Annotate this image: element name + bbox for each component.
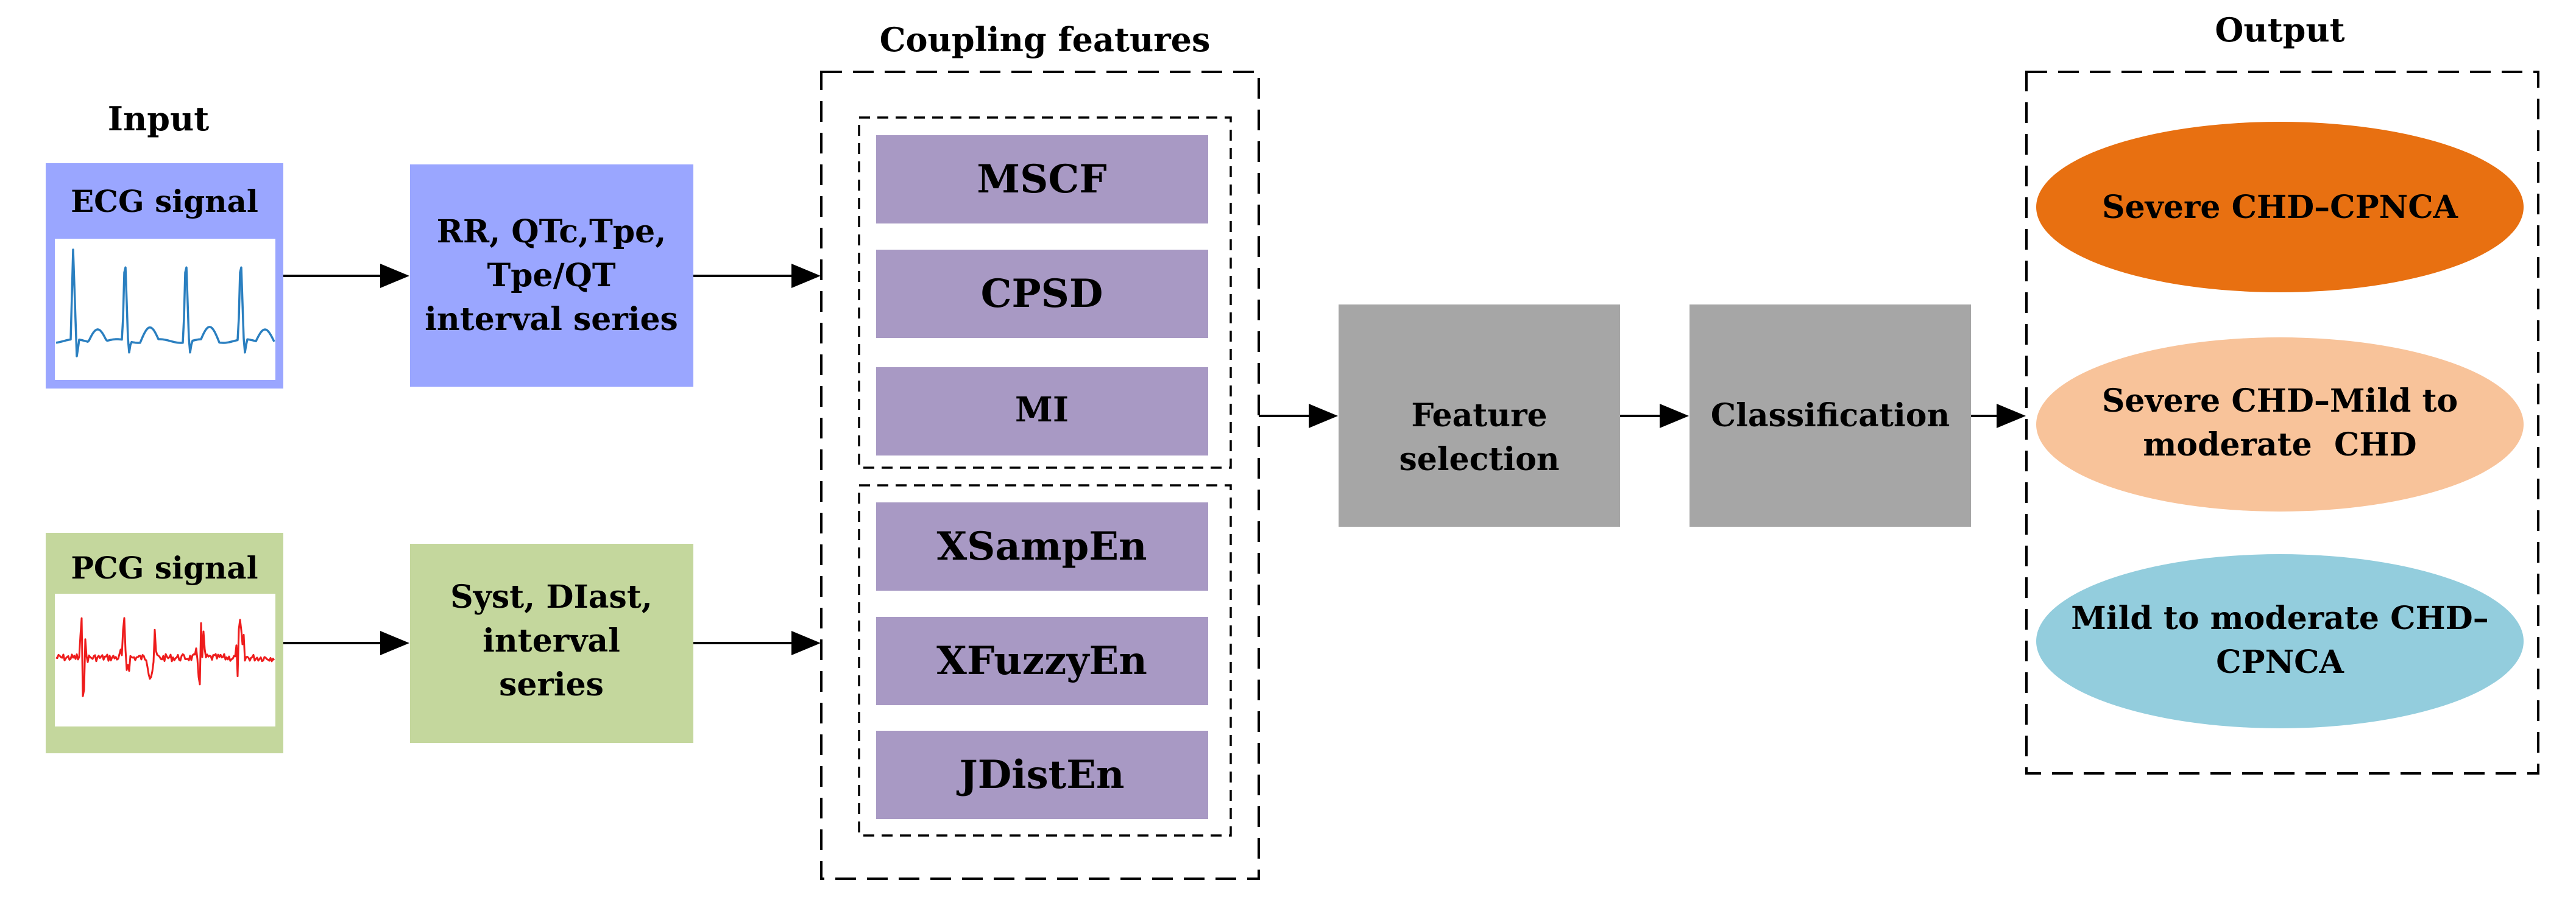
feature-cpsd-label: CPSD xyxy=(981,271,1103,317)
coupling-title: Coupling features xyxy=(880,20,1211,59)
ecg-interval-box: RR, QTc,Tpe, Tpe/QT interval series xyxy=(410,164,693,387)
pcg-signal-block: PCG signal xyxy=(46,533,283,753)
pcg-interval-line-2: interval xyxy=(483,622,620,660)
feature-selection-line-1: Feature xyxy=(1411,397,1547,434)
coupling-group-1-frame xyxy=(858,116,1232,469)
ecg-waveform xyxy=(55,248,275,357)
output-frame xyxy=(2025,71,2539,775)
output-3-line-2: CPNCA xyxy=(2216,644,2344,681)
feature-selection-box: Feature selection xyxy=(1339,304,1620,527)
feature-xfuzzyen-label: XFuzzyEn xyxy=(936,638,1147,684)
classification-label: Classification xyxy=(1711,397,1950,434)
pcg-interval-box: Syst, DIast, interval series xyxy=(410,544,693,743)
output-severe-chd-cpnca: Severe CHD–CPNCA xyxy=(2036,122,2524,292)
feature-mscf-box: MSCF xyxy=(876,135,1208,223)
ecg-interval-line-1: RR, QTc,Tpe, xyxy=(437,213,667,250)
pcg-waveform xyxy=(55,617,275,697)
output-mild-moderate-cpnca: Mild to moderate CHD– CPNCA xyxy=(2036,554,2524,728)
output-severe-chd-mild-moderate: Severe CHD–Mild to moderate CHD xyxy=(2036,337,2524,512)
feature-mscf-label: MSCF xyxy=(977,157,1106,202)
feature-xsampen-box: XSampEn xyxy=(876,502,1208,591)
pcg-interval-line-1: Syst, DIast, xyxy=(450,579,653,616)
feature-mi-label: MI xyxy=(1015,390,1069,430)
ecg-interval-line-2: Tpe/QT xyxy=(487,257,615,294)
pcg-signal-label: PCG signal xyxy=(71,550,258,586)
input-title: Input xyxy=(108,99,210,138)
output-2-line-2: moderate CHD xyxy=(2143,426,2416,463)
coupling-outer-frame xyxy=(820,71,1260,880)
feature-mi-box: MI xyxy=(876,367,1208,456)
classification-box: Classification xyxy=(1690,304,1971,527)
feature-cpsd-box: CPSD xyxy=(876,250,1208,338)
feature-xfuzzyen-box: XFuzzyEn xyxy=(876,617,1208,705)
ecg-interval-line-3: interval series xyxy=(425,301,678,338)
output-1-line-1: Severe CHD–CPNCA xyxy=(2102,189,2458,226)
output-2-line-1: Severe CHD–Mild to xyxy=(2102,382,2458,420)
feature-jdisten-box: JDistEn xyxy=(876,731,1208,819)
coupling-group-2-frame xyxy=(858,484,1232,837)
ecg-signal-block: ECG signal xyxy=(46,163,283,389)
feature-xsampen-label: XSampEn xyxy=(936,524,1147,569)
feature-selection-line-2: selection xyxy=(1399,441,1559,478)
output-title: Output xyxy=(2215,10,2344,49)
pcg-interval-line-3: series xyxy=(499,666,604,703)
feature-jdisten-label: JDistEn xyxy=(957,752,1125,798)
output-3-line-1: Mild to moderate CHD– xyxy=(2071,600,2488,637)
ecg-signal-label: ECG signal xyxy=(71,183,258,219)
